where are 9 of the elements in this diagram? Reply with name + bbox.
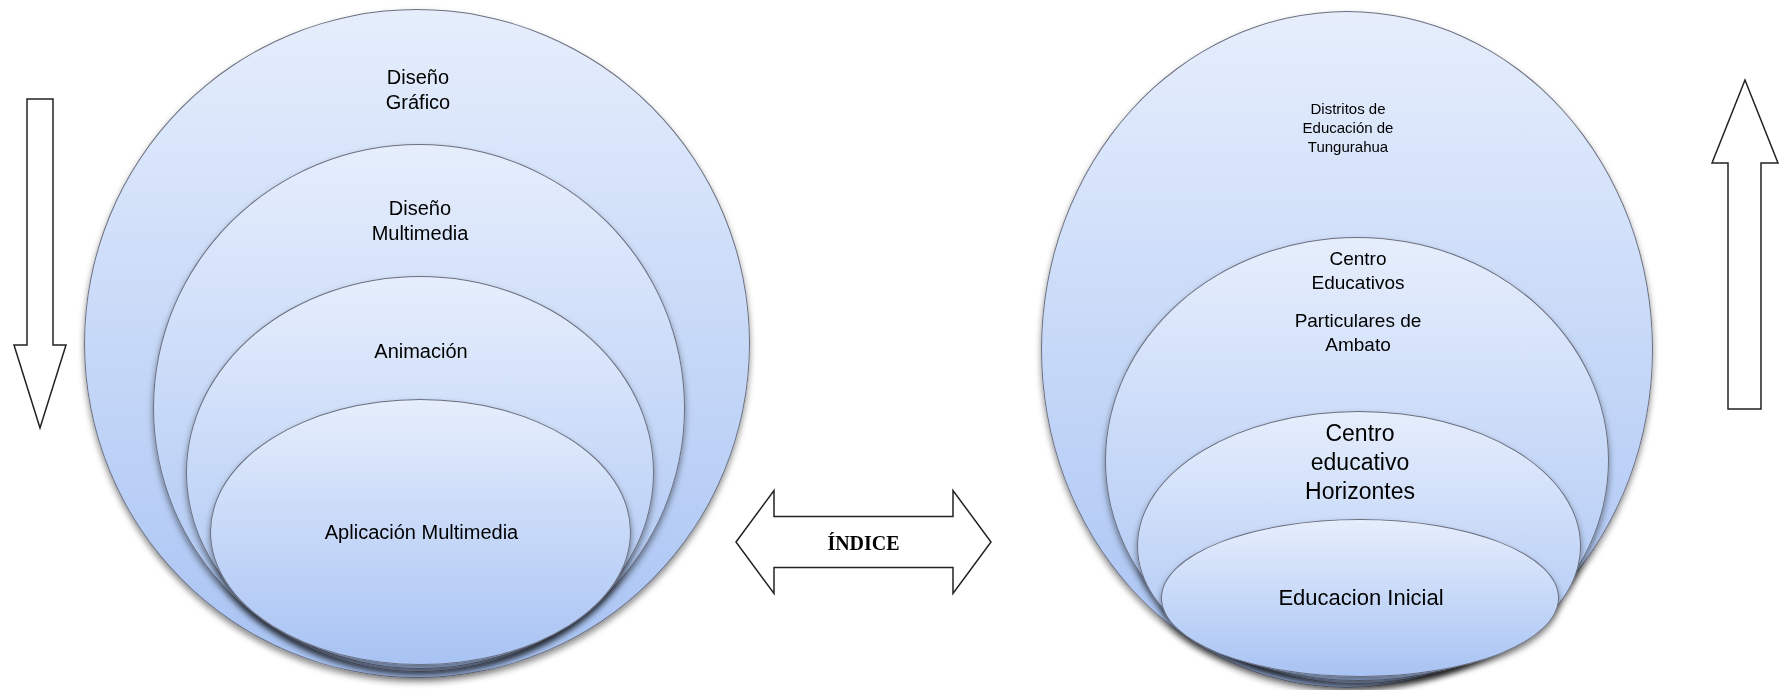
ellipse-label: Distritos de Educación de Tungurahua [1301, 100, 1395, 157]
ellipse-label: Particulares de Ambato [1293, 309, 1423, 357]
ellipse-label: Educacion Inicial [1277, 584, 1445, 612]
ellipse-label: Diseño Multimedia [370, 196, 470, 246]
ellipse-label: Centro educativo Horizontes [1304, 419, 1416, 506]
ellipse-label: Diseño Gráfico [384, 65, 452, 115]
ellipse-label: Animación [373, 339, 469, 364]
ellipse-label: Centro Educativos [1310, 247, 1406, 295]
ellipse-label: Aplicación Multimedia [323, 520, 520, 545]
